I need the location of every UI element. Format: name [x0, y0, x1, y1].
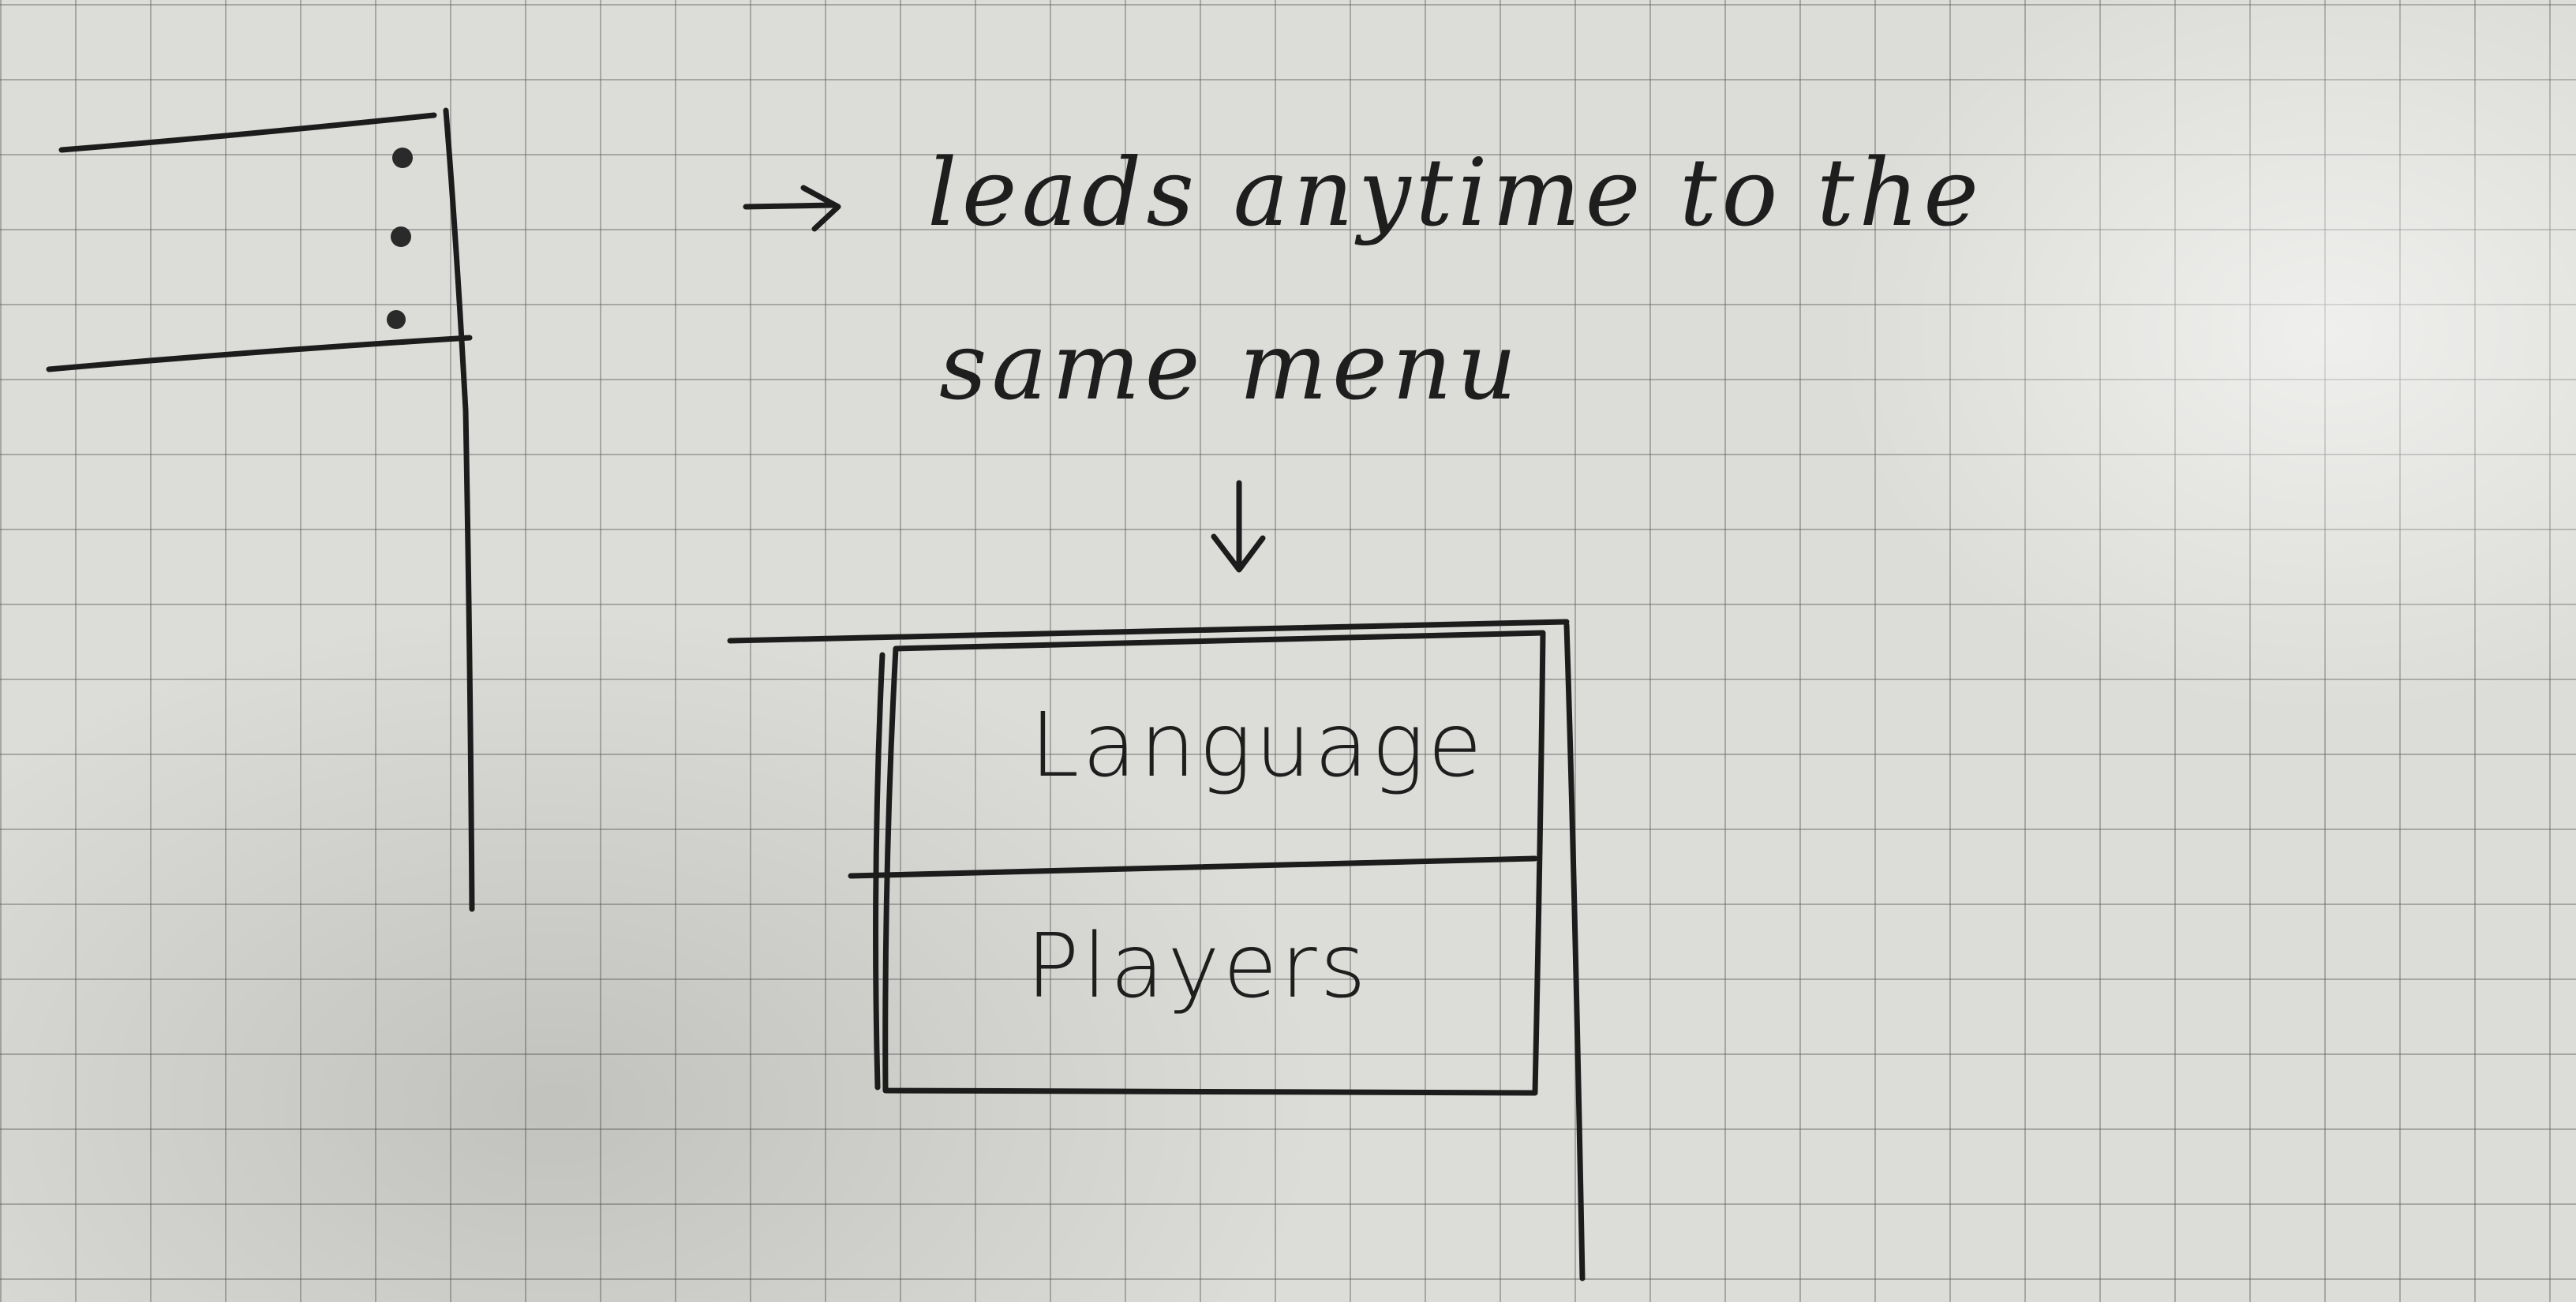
- menu-item-players[interactable]: Players: [1026, 915, 1369, 1018]
- right-arrow-icon: [743, 185, 841, 232]
- panel-right-edge: [443, 107, 475, 912]
- top-bar-top-line: [58, 112, 437, 153]
- kebab-menu-icon[interactable]: [387, 148, 413, 329]
- menu-panel-right-edge: [1563, 622, 1586, 1281]
- menu-box-left-double: [873, 652, 886, 1091]
- annotation-line-1: leads anytime to the: [927, 138, 1984, 247]
- menu-divider: [848, 855, 1538, 879]
- annotation-line-2: same menu: [939, 312, 1522, 421]
- menu-item-language[interactable]: Language: [1030, 694, 1485, 797]
- down-arrow-icon: [1211, 480, 1266, 573]
- menu-box-outline: [882, 630, 1546, 1096]
- menu-panel-top-line: [727, 619, 1570, 644]
- top-bar-bottom-line: [46, 335, 473, 372]
